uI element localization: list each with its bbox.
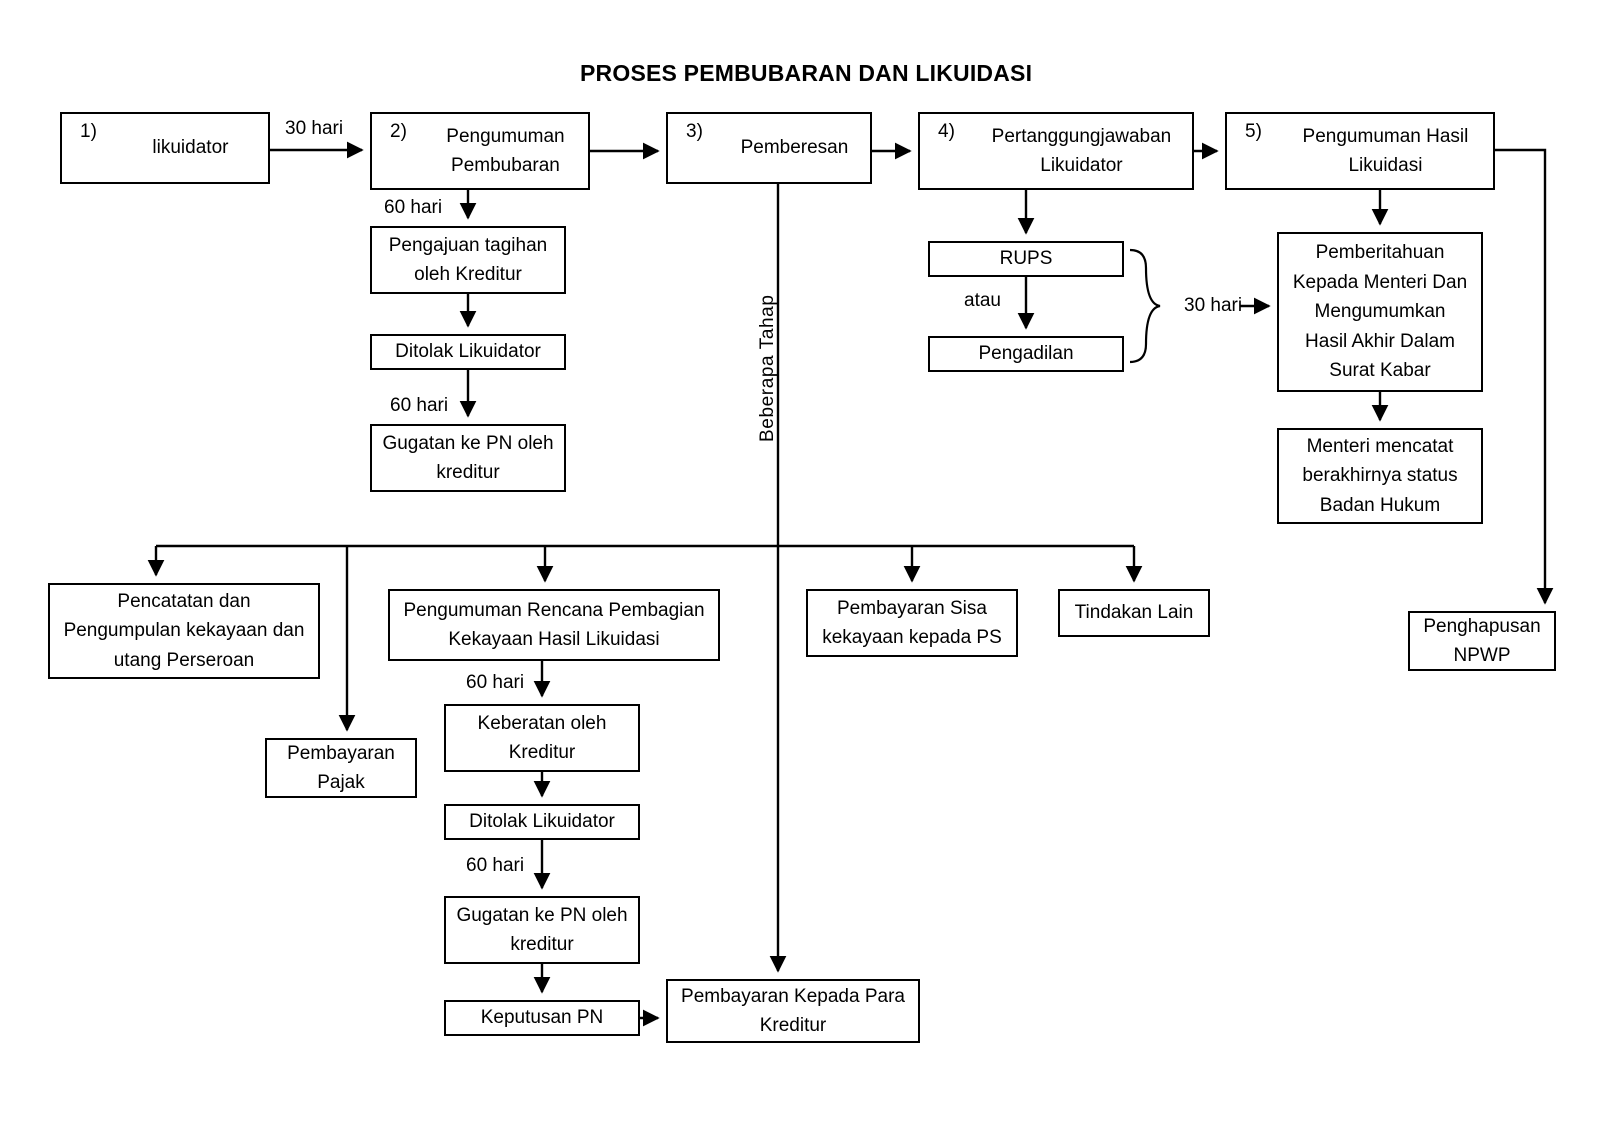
node-likuidator: 1) likuidator (60, 112, 270, 184)
node-label: Penghapusan NPWP (1423, 615, 1541, 666)
brace-rups-pengadilan (1129, 248, 1161, 364)
label-60-hari-c: 60 hari (466, 672, 525, 693)
node-label: Keputusan PN (480, 1007, 604, 1029)
node-pengumuman-hasil: 5) Pengumuman Hasil Likuidasi (1225, 112, 1495, 190)
node-label: Pengadilan (978, 343, 1074, 365)
node-ditolak-likuidator-2: Ditolak Likuidator (444, 804, 640, 840)
node-gugatan-pn-2: Gugatan ke PN oleh kreditur (444, 896, 640, 964)
node-label: Tindakan Lain (1074, 602, 1194, 624)
node-label: Pencatatan dan Pengumpulan kekayaan dan … (63, 590, 305, 671)
node-label: Gugatan ke PN oleh kreditur (382, 432, 554, 483)
node-pengumuman-rencana: Pengumuman Rencana Pembagian Kekayaan Ha… (388, 589, 720, 661)
node-label: likuidator (152, 137, 229, 159)
node-pembayaran-sisa: Pembayaran Sisa kekayaan kepada PS (806, 589, 1018, 657)
node-penghapusan-npwp: Penghapusan NPWP (1408, 611, 1556, 671)
page-title: PROSES PEMBUBARAN DAN LIKUIDASI (580, 60, 1033, 86)
node-label: Menteri mencatat berakhirnya status Bada… (1302, 435, 1458, 516)
node-pengajuan-tagihan: Pengajuan tagihan oleh Kreditur (370, 226, 566, 294)
node-label: Pengajuan tagihan oleh Kreditur (388, 234, 548, 285)
node-label: Ditolak Likuidator (469, 811, 615, 833)
node-ditolak-likuidator-1: Ditolak Likuidator (370, 334, 566, 370)
label-30-hari-top: 30 hari (285, 118, 344, 139)
node-label: Pengumuman Hasil Likuidasi (1302, 125, 1469, 176)
label-60-hari-d: 60 hari (466, 855, 525, 876)
node-pembayaran-pajak: Pembayaran Pajak (265, 738, 417, 798)
node-number: 5) (1245, 121, 1262, 142)
node-keberatan-kreditur: Keberatan oleh Kreditur (444, 704, 640, 772)
node-label: Pembayaran Kepada Para Kreditur (681, 985, 905, 1036)
node-keputusan-pn: Keputusan PN (444, 1000, 640, 1036)
label-beberapa-tahap: Beberapa Tahap (757, 294, 778, 442)
node-number: 4) (938, 121, 955, 142)
node-label: RUPS (999, 248, 1053, 270)
node-pertanggungjawaban: 4) Pertanggungjawaban Likuidator (918, 112, 1194, 190)
label-atau: atau (964, 290, 1001, 311)
node-label: Pengumuman Rencana Pembagian Kekayaan Ha… (403, 599, 705, 650)
node-label: Gugatan ke PN oleh kreditur (456, 904, 628, 955)
node-pemberitahuan-menteri: Pemberitahuan Kepada Menteri Dan Mengumu… (1277, 232, 1483, 392)
edge-pengumumanhasil-to-npwp (1495, 148, 1554, 605)
node-pembayaran-kreditur: Pembayaran Kepada Para Kreditur (666, 979, 920, 1043)
node-number: 2) (390, 121, 407, 142)
node-label: Pemberitahuan Kepada Menteri Dan Mengumu… (1292, 242, 1468, 382)
node-label: Pemberesan (740, 137, 849, 159)
node-label: Pembayaran Pajak (287, 742, 395, 793)
node-pencatatan-pengumpulan: Pencatatan dan Pengumpulan kekayaan dan … (48, 583, 320, 679)
label-60-hari-b: 60 hari (390, 395, 449, 416)
node-label: Pertanggungjawaban Likuidator (991, 125, 1172, 176)
label-30-hari-right: 30 hari (1184, 295, 1243, 316)
node-pengadilan: Pengadilan (928, 336, 1124, 372)
node-pengumuman-pembubaran: 2) Pengumuman Pembubaran (370, 112, 590, 190)
node-label: Ditolak Likuidator (395, 341, 541, 363)
node-number: 3) (686, 121, 703, 142)
node-menteri-mencatat: Menteri mencatat berakhirnya status Bada… (1277, 428, 1483, 524)
node-number: 1) (80, 121, 97, 142)
node-label: Pengumuman Pembubaran (446, 125, 565, 176)
label-60-hari-a: 60 hari (384, 197, 443, 218)
node-gugatan-pn-1: Gugatan ke PN oleh kreditur (370, 424, 566, 492)
node-label: Keberatan oleh Kreditur (477, 712, 607, 763)
node-pemberesan: 3) Pemberesan (666, 112, 872, 184)
node-rups: RUPS (928, 241, 1124, 277)
node-tindakan-lain: Tindakan Lain (1058, 589, 1210, 637)
node-label: Pembayaran Sisa kekayaan kepada PS (822, 597, 1002, 648)
